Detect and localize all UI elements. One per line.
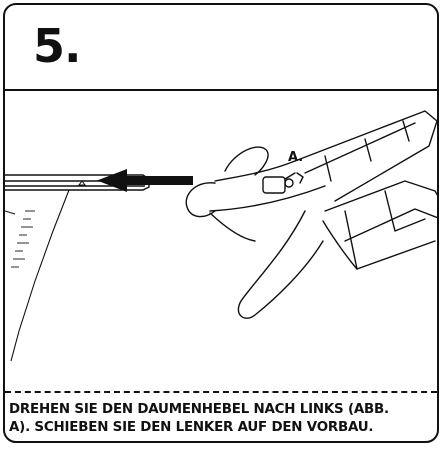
stem-drawing bbox=[5, 174, 150, 362]
callout-label-a: A. bbox=[288, 150, 303, 165]
direction-arrow bbox=[97, 169, 193, 192]
step-number: 5. bbox=[33, 19, 81, 73]
handlebar-drawing bbox=[185, 110, 437, 319]
instruction-text: DREHEN SIE DEN DAUMENHEBEL NACH LINKS (A… bbox=[9, 402, 389, 435]
header-divider bbox=[5, 89, 437, 91]
handlebar-assembly-illustration: A. bbox=[5, 110, 437, 362]
step-panel: 5. bbox=[3, 3, 439, 443]
caption-divider bbox=[5, 391, 437, 393]
